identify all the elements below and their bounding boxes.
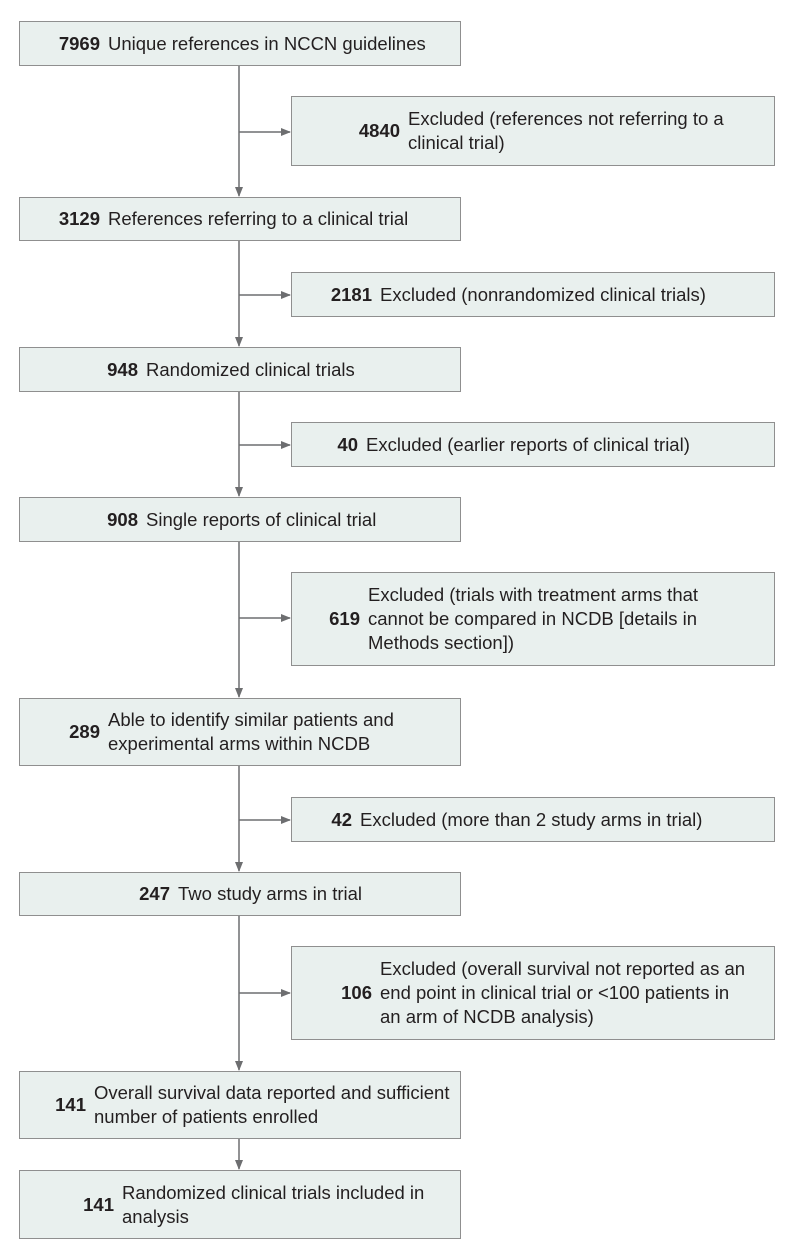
exclusion-label: Excluded (references not referring to a …	[408, 108, 724, 153]
step-count: 3129	[58, 208, 100, 229]
step-label: Randomized clinical trials included in a…	[122, 1181, 425, 1227]
step-box-7: 141 Overall survival data reported and s…	[19, 1071, 461, 1139]
step-count: 141	[83, 1193, 114, 1215]
step-box-3: 948 Randomized clinical trials	[19, 347, 461, 392]
step-label: Unique references in NCCN guidelines	[108, 32, 426, 54]
step-count: 247	[139, 883, 170, 904]
step-box-2: 3129 References referring to a clinical …	[19, 197, 461, 241]
step-count: 908	[107, 508, 138, 530]
step-box-4: 908 Single reports of clinical trial	[19, 497, 461, 542]
step-box-5: 289 Able to identify similar patients an…	[19, 698, 461, 766]
exclusion-count: 619	[329, 608, 360, 629]
exclusion-label: Excluded (overall survival not reported …	[380, 958, 746, 1027]
exclusion-count: 42	[331, 808, 352, 830]
step-box-8: 141 Randomized clinical trials included …	[19, 1170, 461, 1239]
step-count: 289	[69, 721, 100, 742]
exclusion-box-1: 4840 Excluded (references not referring …	[291, 96, 775, 166]
exclusion-count: 4840	[358, 120, 400, 141]
exclusion-count: 106	[341, 982, 372, 1003]
exclusion-box-4: 619 Excluded (trials with treatment arms…	[291, 572, 775, 666]
step-label: References referring to a clinical trial	[108, 208, 409, 229]
step-count: 141	[55, 1094, 86, 1115]
exclusion-count: 2181	[330, 283, 372, 305]
exclusion-count: 40	[337, 433, 358, 455]
exclusion-label: Excluded (trials with treatment arms tha…	[368, 584, 699, 653]
exclusion-label: Excluded (more than 2 study arms in tria…	[360, 808, 703, 830]
step-label: Two study arms in trial	[178, 883, 363, 904]
exclusion-box-6: 106 Excluded (overall survival not repor…	[291, 946, 775, 1040]
step-count: 948	[107, 358, 138, 380]
step-box-1: 7969 Unique references in NCCN guideline…	[19, 21, 461, 66]
exclusion-box-2: 2181 Excluded (nonrandomized clinical tr…	[291, 272, 775, 317]
step-count: 7969	[58, 32, 100, 54]
exclusion-label: Excluded (nonrandomized clinical trials)	[380, 283, 706, 305]
exclusion-box-3: 40 Excluded (earlier reports of clinical…	[291, 422, 775, 467]
step-box-6: 247 Two study arms in trial	[19, 872, 461, 916]
step-label: Able to identify similar patients and ex…	[108, 709, 394, 754]
step-label: Single reports of clinical trial	[146, 508, 377, 530]
step-label: Randomized clinical trials	[146, 358, 355, 380]
exclusion-label: Excluded (earlier reports of clinical tr…	[366, 433, 690, 455]
exclusion-box-5: 42 Excluded (more than 2 study arms in t…	[291, 797, 775, 842]
step-label: Overall survival data reported and suffi…	[94, 1082, 450, 1127]
